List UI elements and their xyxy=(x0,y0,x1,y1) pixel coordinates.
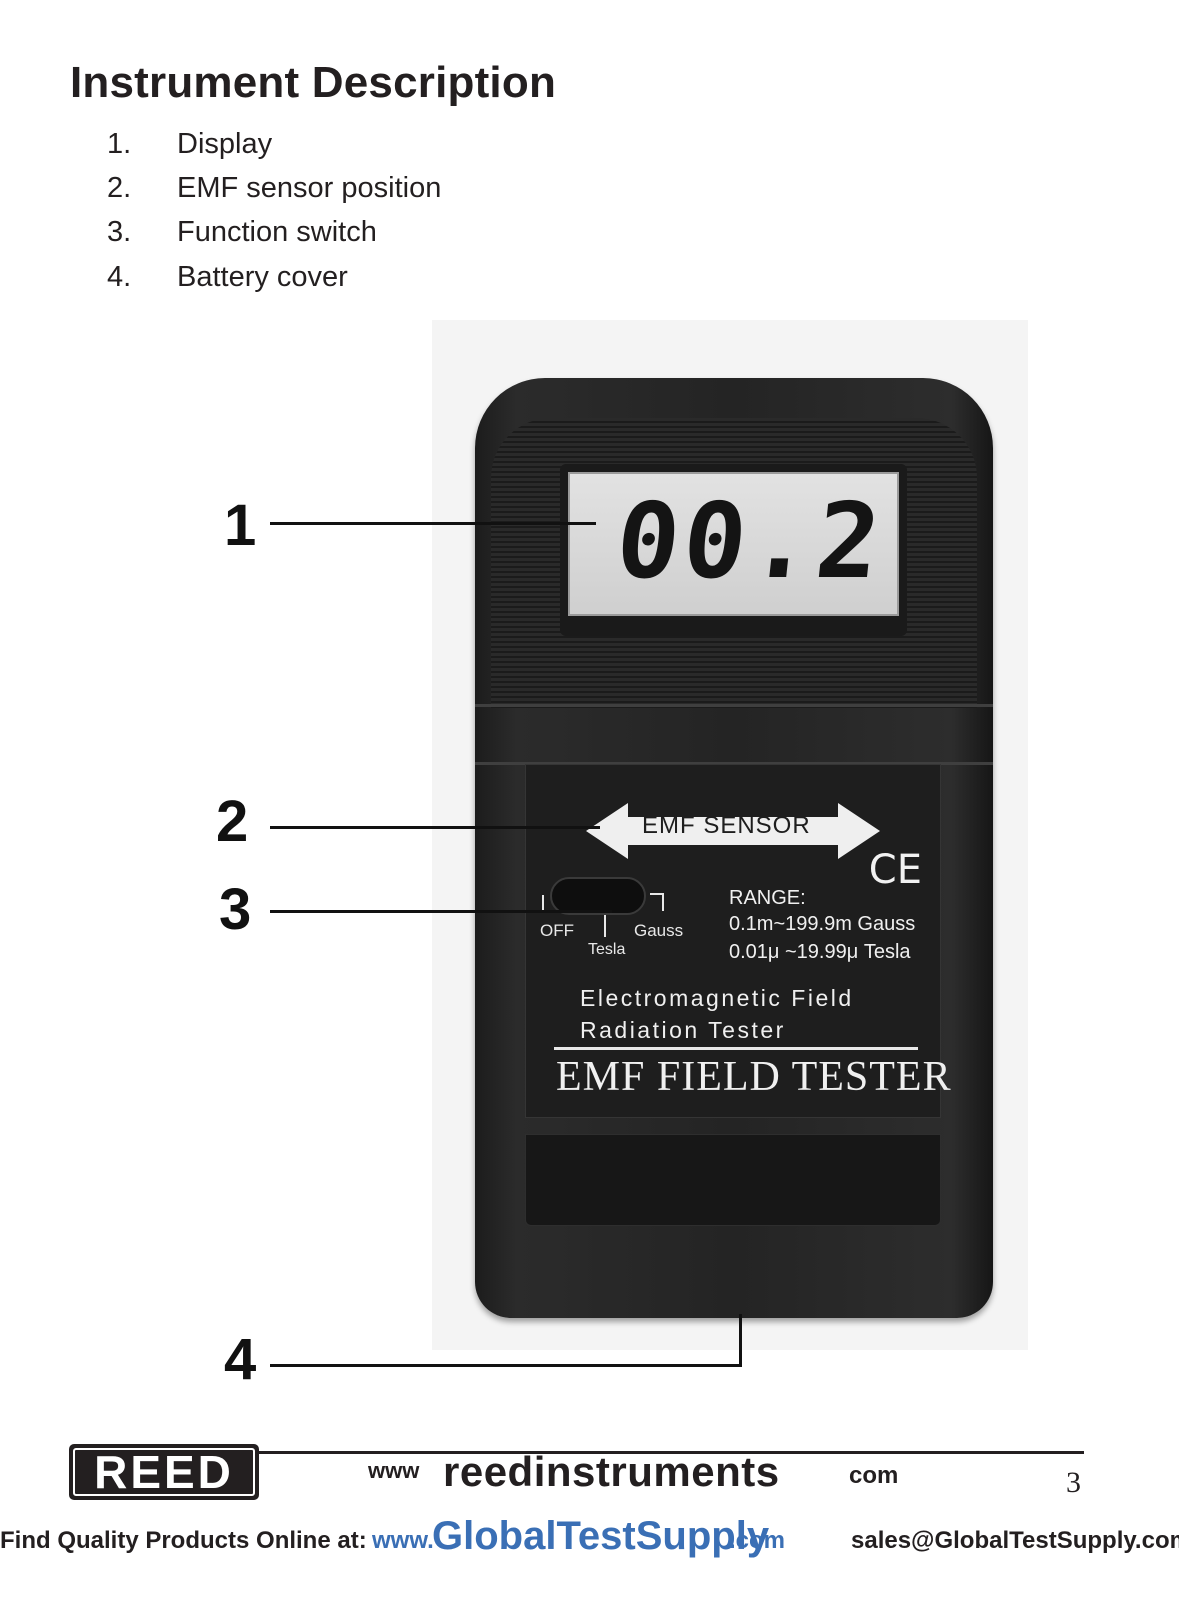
range-gauss: 0.1m~199.9m Gauss xyxy=(729,913,916,935)
list-item-number: 4. xyxy=(107,261,132,293)
housing-seam xyxy=(475,762,993,765)
description-line-2: Radiation Tester xyxy=(580,1017,786,1043)
lcd-display: 00.2 xyxy=(568,472,899,616)
site-www: www xyxy=(368,1458,420,1483)
switch-marker-tesla xyxy=(604,915,606,937)
callout-number-2: 2 xyxy=(216,789,249,854)
ce-mark-icon: CE xyxy=(868,847,922,893)
reed-logo: REED xyxy=(69,1444,259,1500)
switch-marker-off xyxy=(542,895,544,911)
list-item-text: Function switch xyxy=(177,216,377,248)
list-item: 4. Battery cover xyxy=(0,261,600,301)
callout-number-1: 1 xyxy=(224,493,257,558)
list-item-number: 1. xyxy=(107,128,132,160)
site-domain: reedinstruments xyxy=(443,1448,780,1495)
ad-link-www[interactable]: www. xyxy=(372,1527,434,1554)
front-label-panel: EMF SENSOR CE OFF Tesla Gauss RANGE: 0.1… xyxy=(525,764,951,1118)
callout-leader-1 xyxy=(270,522,596,525)
page-number: 3 xyxy=(1066,1466,1081,1499)
callout-leader-2 xyxy=(270,826,600,829)
callout-leader-4-vertical xyxy=(739,1314,742,1367)
range-tesla: 0.01μ ~19.99μ Tesla xyxy=(729,941,911,963)
ad-tagline: Find Quality Products Online at: xyxy=(0,1527,367,1554)
list-item: 1. Display xyxy=(0,128,600,168)
emf-sensor-label: EMF SENSOR xyxy=(642,812,811,839)
list-item-text: EMF sensor position xyxy=(177,172,442,204)
panel-divider xyxy=(554,1047,918,1050)
range-title: RANGE: xyxy=(729,887,806,909)
switch-label-gauss: Gauss xyxy=(634,921,684,940)
ad-email-link[interactable]: sales@GlobalTestSupply.com xyxy=(851,1527,1179,1554)
switch-label-off: OFF xyxy=(540,921,574,940)
display-reading: 00.2 xyxy=(610,480,890,602)
function-switch[interactable] xyxy=(550,877,646,915)
site-com: com xyxy=(849,1462,899,1489)
list-item-number: 2. xyxy=(107,172,132,204)
page-title: Instrument Description xyxy=(70,58,557,107)
list-item: 3. Function switch xyxy=(0,216,600,256)
list-item-text: Display xyxy=(177,128,273,160)
ad-link-domain[interactable]: GlobalTestSupply xyxy=(432,1514,770,1558)
callout-leader-4 xyxy=(270,1364,742,1367)
callout-number-4: 4 xyxy=(224,1327,257,1392)
reed-logo-text: REED xyxy=(73,1448,255,1496)
list-item: 2. EMF sensor position xyxy=(0,172,600,212)
callout-leader-3 xyxy=(270,910,612,913)
callout-number-3: 3 xyxy=(219,877,252,942)
footer-rule xyxy=(258,1451,1084,1454)
list-item-number: 3. xyxy=(107,216,132,248)
switch-marker-gauss xyxy=(650,893,664,911)
switch-label-tesla: Tesla xyxy=(588,941,626,958)
list-item-text: Battery cover xyxy=(177,261,348,293)
battery-cover xyxy=(525,1134,941,1226)
ad-link-com[interactable]: .com xyxy=(729,1527,786,1554)
description-line-1: Electromagnetic Field xyxy=(580,985,854,1011)
display-bezel: 00.2 xyxy=(560,464,907,636)
product-name: EMF FIELD TESTER xyxy=(556,1054,952,1100)
double-arrow-icon xyxy=(586,803,880,859)
housing-seam xyxy=(475,704,993,707)
